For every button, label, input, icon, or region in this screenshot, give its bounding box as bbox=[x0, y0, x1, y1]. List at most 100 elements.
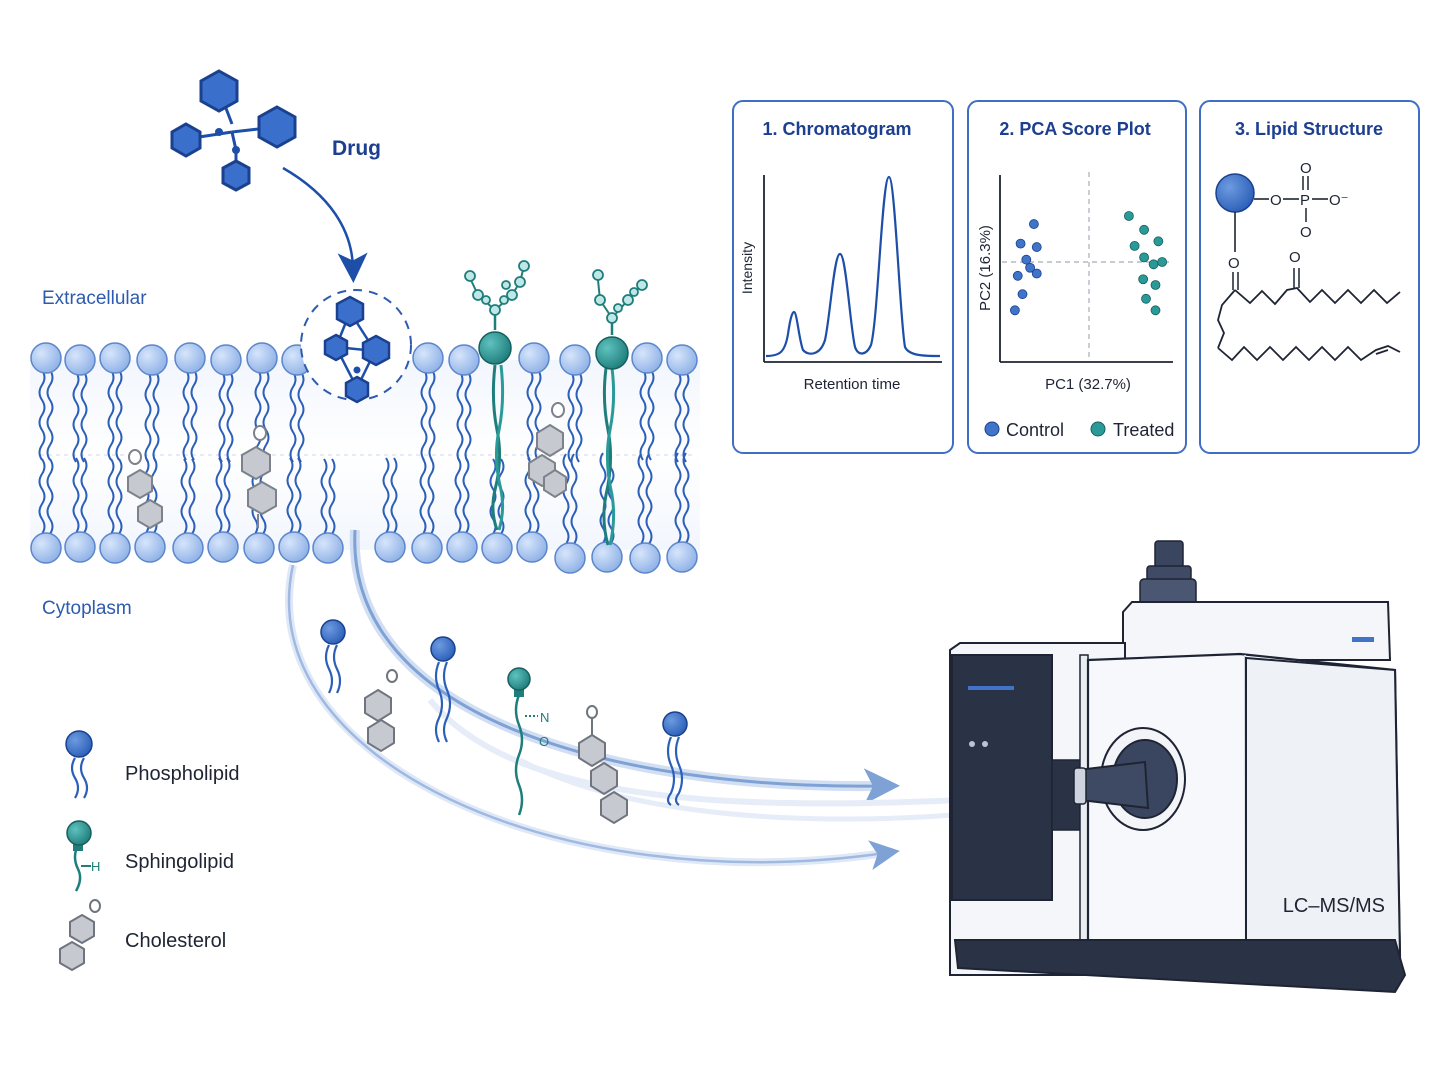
membrane-cholesterol-2 bbox=[241, 425, 277, 528]
atom-p: P bbox=[1300, 192, 1310, 209]
phospholipid-tail bbox=[526, 369, 534, 461]
phospholipid-tail bbox=[72, 457, 80, 534]
pca-point-control bbox=[1029, 219, 1039, 229]
pca-point-control bbox=[1017, 289, 1028, 300]
phospholipid-head bbox=[99, 532, 131, 564]
phospholipid-tail bbox=[262, 369, 270, 461]
phospholipid-tail bbox=[297, 371, 305, 463]
phospholipid-tail bbox=[427, 458, 435, 535]
membrane-heads bbox=[30, 342, 698, 574]
phospholipid-head bbox=[64, 531, 96, 563]
atom-o-minus: O⁻ bbox=[1329, 192, 1349, 209]
phospholipid-head bbox=[481, 532, 513, 564]
phospholipid-head bbox=[30, 342, 62, 374]
pca-point-treated bbox=[1157, 257, 1168, 267]
phospholipid-head bbox=[99, 342, 131, 374]
atom-o-left: O bbox=[1270, 192, 1282, 209]
pca-points bbox=[1010, 211, 1168, 316]
legend-cholesterol-icon bbox=[59, 899, 101, 972]
lipid-structure-title: 3. Lipid Structure bbox=[1235, 119, 1383, 139]
released-sphingolipid-n: N bbox=[540, 710, 549, 725]
phospholipid-head bbox=[278, 531, 310, 563]
phospholipid-tail bbox=[462, 457, 470, 534]
drug-entry-arrow bbox=[282, 166, 368, 283]
drug-molecule bbox=[170, 69, 297, 192]
pca-legend-control-label: Control bbox=[1006, 420, 1064, 440]
pca-point-treated bbox=[1150, 305, 1161, 316]
carbonyl-bonds bbox=[1232, 268, 1300, 290]
atom-o-carbonyl-2: O bbox=[1289, 249, 1301, 266]
phospholipid-head bbox=[172, 532, 204, 564]
phospholipid-tail bbox=[115, 458, 123, 535]
acyl-chain-lower bbox=[1217, 345, 1401, 362]
phospholipid-tail bbox=[575, 371, 583, 463]
phospholipid-tail bbox=[382, 457, 390, 534]
phospholipid-head bbox=[243, 532, 275, 564]
phospholipid-head bbox=[666, 541, 698, 573]
cytoplasm-label: Cytoplasm bbox=[42, 598, 132, 619]
phospholipid-tail bbox=[567, 371, 575, 463]
phospholipid-tail bbox=[289, 371, 297, 463]
phospholipid-tail bbox=[152, 371, 160, 463]
phospholipid-tail bbox=[570, 453, 578, 545]
pca-point-treated bbox=[1139, 252, 1149, 263]
membrane-tails bbox=[38, 369, 690, 545]
phospholipid-head bbox=[629, 542, 661, 574]
membrane-cholesterol-1 bbox=[127, 449, 163, 530]
phospholipid-tail bbox=[562, 453, 570, 545]
chromatogram-panel: 1. Chromatogram Retention time Intensity bbox=[732, 100, 954, 454]
released-cholesterol-2 bbox=[578, 705, 628, 825]
phospholipid-head bbox=[559, 344, 591, 376]
phospholipid-tail bbox=[647, 369, 655, 461]
phospholipid-head bbox=[207, 531, 239, 563]
phospholipid-tail bbox=[464, 371, 472, 463]
phospholipid-head bbox=[246, 342, 278, 374]
chromatogram-trace bbox=[765, 175, 941, 358]
phospholipid-tail bbox=[226, 371, 234, 463]
lipid-structure-panel: 3. Lipid Structure O P O⁻ O O O O bbox=[1199, 100, 1420, 454]
phospholipid-tail bbox=[390, 457, 398, 534]
acyl-chain-upper bbox=[1217, 287, 1401, 349]
instrument-label: LC–MS/MS bbox=[1283, 895, 1385, 917]
pca-point-control bbox=[1031, 242, 1042, 252]
phospholipid-tail bbox=[46, 369, 54, 461]
chromatogram-x-label: Retention time bbox=[804, 376, 901, 393]
phospholipid-tail bbox=[107, 369, 115, 461]
released-phospholipid-1 bbox=[320, 619, 346, 694]
bound-drug-icon bbox=[323, 295, 391, 404]
pca-y-label: PC2 (16.3%) bbox=[977, 225, 994, 311]
phospholipid-head bbox=[312, 532, 344, 564]
pca-point-control bbox=[1010, 305, 1020, 316]
phospholipid-tail bbox=[454, 457, 462, 534]
phospholipid-head bbox=[374, 531, 406, 563]
lipid-head-group bbox=[1215, 173, 1255, 213]
phospholipid-head bbox=[554, 542, 586, 574]
phospholipid-tail bbox=[182, 369, 190, 461]
drug-label: Drug bbox=[332, 137, 381, 160]
pca-point-control bbox=[1021, 254, 1032, 265]
chromatogram-y-label: Intensity bbox=[739, 242, 755, 294]
phospholipid-tail bbox=[254, 369, 262, 461]
pca-point-treated bbox=[1139, 224, 1149, 235]
pca-legend-control-marker bbox=[984, 421, 1000, 437]
phospholipid-tail bbox=[294, 457, 302, 534]
phospholipid-tail bbox=[107, 458, 115, 535]
legend-sphingolipid-icon: H bbox=[66, 820, 100, 892]
pca-point-control bbox=[1025, 262, 1035, 273]
phospholipid-head bbox=[411, 532, 443, 564]
phospholipid-tail bbox=[188, 458, 196, 535]
released-sphingolipid: N O bbox=[507, 667, 549, 816]
phospholipid-head bbox=[30, 532, 62, 564]
phospholipid-tail bbox=[674, 452, 682, 544]
legend-phospholipid-icon bbox=[65, 730, 93, 799]
extracellular-label: Extracellular bbox=[42, 288, 147, 309]
phospholipid-tail bbox=[180, 458, 188, 535]
phospholipid-tail bbox=[320, 458, 328, 535]
phospholipid-tail bbox=[215, 457, 223, 534]
phospholipid-tail bbox=[38, 458, 46, 535]
atom-o-bottom: O bbox=[1300, 224, 1312, 241]
lc-ms-instrument bbox=[949, 540, 1407, 994]
phospholipid-tail bbox=[645, 453, 653, 545]
phospholipid-tail bbox=[682, 452, 690, 544]
